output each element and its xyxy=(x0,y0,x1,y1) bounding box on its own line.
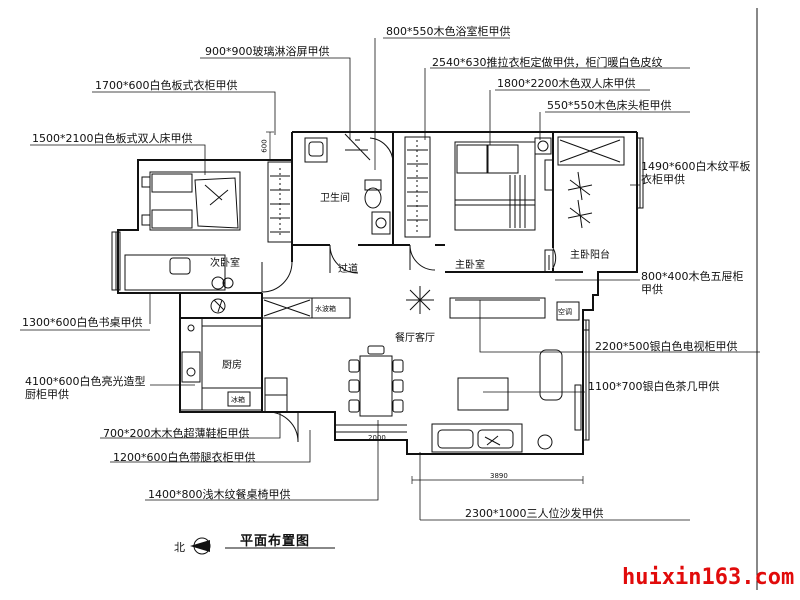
tv-cabinet xyxy=(449,297,580,321)
leader-lines xyxy=(20,37,760,521)
master-bed xyxy=(454,137,552,231)
callout-dining-set: 1400*800浅木纹餐桌椅甲供 xyxy=(148,488,291,501)
dimension-3890: 3890 xyxy=(490,472,508,480)
fixture-water-box: 水波箱 xyxy=(315,305,336,313)
ceiling-lamp xyxy=(406,286,434,314)
plan-title: 平面布置图 xyxy=(240,534,311,549)
bathroom-fixtures xyxy=(304,133,394,235)
doors xyxy=(261,244,557,443)
fixture-aircon: 空调 xyxy=(558,308,572,316)
dining-table-set xyxy=(348,345,404,417)
callout-dresser: 800*400木色五屉柜甲供 xyxy=(641,270,744,296)
callout-bath-cabinet: 800*550木色浴室柜甲供 xyxy=(386,25,511,38)
room-master-bedroom: 主卧室 xyxy=(455,260,485,271)
second-bedroom-desk xyxy=(124,254,234,291)
hallway-cabinets xyxy=(261,297,351,319)
callout-shower-screen: 900*900玻璃淋浴屏甲供 xyxy=(205,45,330,58)
sofa xyxy=(431,349,563,453)
room-kitchen: 厨房 xyxy=(222,360,242,371)
callout-second-wardrobe: 1700*600白色板式衣柜甲供 xyxy=(95,79,238,92)
room-master-balcony: 主卧阳台 xyxy=(570,250,610,261)
fixture-fridge: 冰箱 xyxy=(231,396,245,404)
callout-nightstand: 550*550木色床头柜甲供 xyxy=(547,99,672,112)
master-wardrobe xyxy=(404,136,431,238)
callout-desk: 1300*600白色书桌甲供 xyxy=(22,316,143,329)
master-balcony-furniture xyxy=(544,136,625,273)
callout-balcony-wardrobe: 1490*600白木纹平板衣柜甲供 xyxy=(641,160,751,186)
callout-coffee-table: 1100*700银白色茶几甲供 xyxy=(588,380,720,393)
callout-shoe-cabinet: 700*200木木色超薄鞋柜甲供 xyxy=(103,427,250,440)
watermark-text: huixin163.com xyxy=(622,565,795,590)
entry-wardrobe xyxy=(264,377,288,413)
room-dining-living: 餐厅客厅 xyxy=(395,333,435,344)
room-bathroom: 卫生间 xyxy=(320,193,350,204)
second-bedroom-bed xyxy=(141,171,241,231)
callout-second-bed: 1500*2100白色板式双人床甲供 xyxy=(32,132,193,145)
north-label: 北 xyxy=(174,541,185,554)
windows xyxy=(111,137,644,441)
north-arrow-icon xyxy=(190,537,211,555)
kitchen-cabinets xyxy=(179,298,263,411)
callout-master-bed: 1800*2200木色双人床甲供 xyxy=(497,77,636,90)
callout-legged-wardrobe: 1200*600白色带腿衣柜甲供 xyxy=(113,451,256,464)
callout-sofa: 2300*1000三人位沙发甲供 xyxy=(465,507,604,520)
dimension-2000: 2000 xyxy=(368,434,386,442)
dimension-lines xyxy=(266,131,584,484)
room-second-bedroom: 次卧室 xyxy=(210,258,240,269)
second-bedroom-wardrobe xyxy=(267,161,293,243)
room-hallway: 过道 xyxy=(338,264,358,275)
dimension-600: 600 xyxy=(260,139,269,153)
callout-tv-cabinet: 2200*500银白色电视柜甲供 xyxy=(595,340,738,353)
callout-kitchen-cabinet: 4100*600白色亮光造型厨柜甲供 xyxy=(25,375,146,401)
coffee-table xyxy=(457,377,509,411)
callout-sliding-wardrobe: 2540*630推拉衣柜定做甲供，柜门暖白色皮纹 xyxy=(432,56,663,69)
